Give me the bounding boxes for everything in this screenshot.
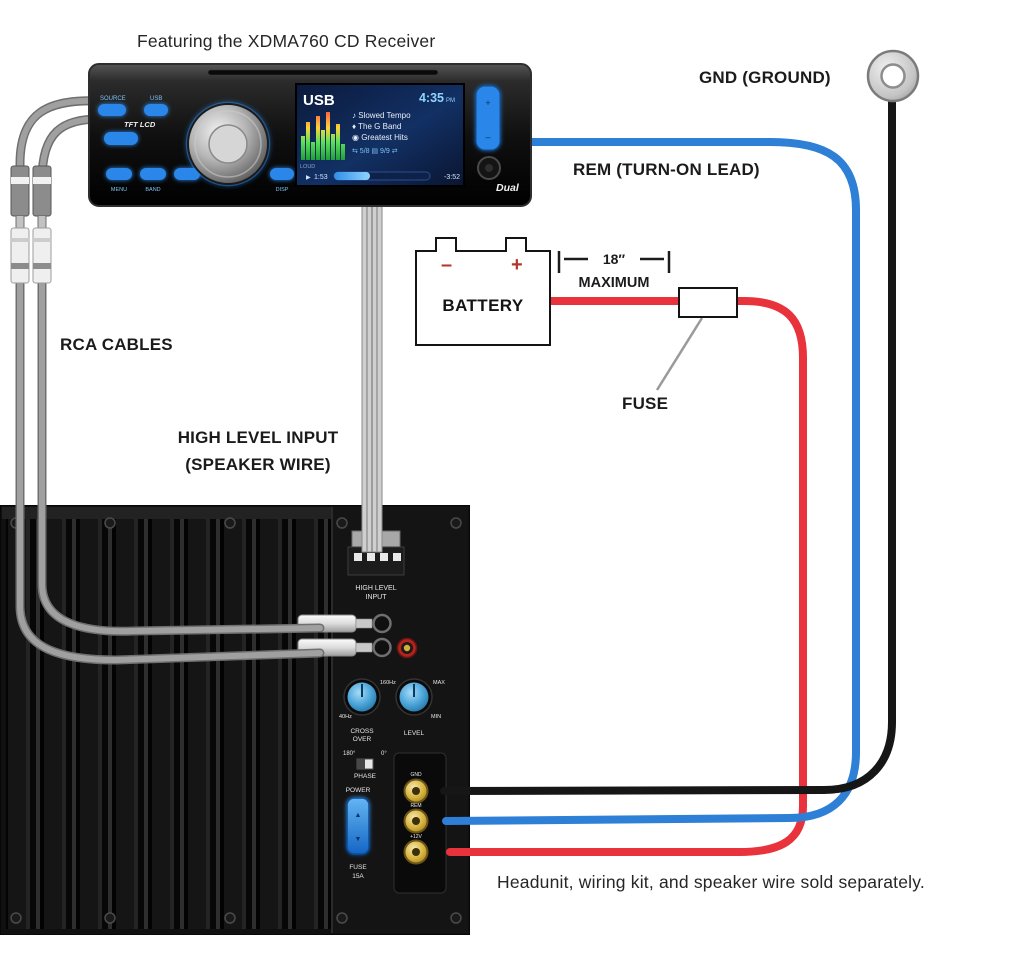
- display-counters: ⇆ 5/8 ▤ 9/9 ⇄: [352, 148, 398, 155]
- diagram-title: Featuring the XDMA760 CD Receiver: [137, 31, 436, 51]
- display-screen: USB 4:35 PM ♪ Slowed Tempo ♦ The G Band …: [295, 83, 465, 187]
- fuse-pointer-line: [655, 317, 704, 391]
- tft-lcd-label: TFT LCD: [124, 120, 156, 129]
- ground-wire-black: [440, 84, 896, 795]
- rem-label: REM (TURN-ON LEAD): [573, 160, 760, 179]
- spectrum-analyzer: [301, 112, 345, 160]
- battery-minus-sign: –: [441, 254, 453, 276]
- play-icon: ▶: [306, 175, 311, 181]
- usb-button-label: USB: [150, 96, 162, 102]
- high-level-input-label: HIGH LEVEL INPUT (SPEAKER WIRE): [158, 424, 358, 478]
- fuse-holder: [678, 287, 738, 318]
- high-level-input-label-line1: HIGH LEVEL INPUT: [177, 428, 339, 447]
- speaker-wire-ribbon: [361, 195, 383, 553]
- cd-slot: [207, 69, 439, 76]
- battery-terminal-negative: [435, 237, 457, 252]
- battery: – + BATTERY: [415, 237, 551, 346]
- max-length-value: 18″: [603, 251, 626, 267]
- display-clock-ampm: PM: [446, 98, 455, 104]
- level-min-label: MIN: [431, 714, 441, 720]
- battery-plus-sign: +: [511, 254, 523, 276]
- elapsed-time: 1:53: [314, 174, 328, 181]
- volume-knob: [185, 101, 271, 187]
- level-label: LEVEL: [404, 730, 425, 737]
- remote-wire-blue: [442, 138, 860, 825]
- terminal-gnd: [403, 778, 429, 804]
- rca-cable-right: [37, 114, 325, 636]
- head-unit: SOURCE USB MENU BAND DISP TFT LCD USB 4:: [88, 63, 532, 207]
- amp-hli-label-1: HIGH LEVEL: [355, 585, 396, 592]
- fuse-label: FUSE: [622, 394, 669, 413]
- disp-button-label: DISP: [276, 187, 289, 193]
- max-length-bracket: 18″ MAXIMUM: [557, 251, 671, 291]
- phase-switch: [356, 758, 374, 770]
- source-button-label: SOURCE: [100, 96, 126, 102]
- terminal-rem-label: REM: [410, 803, 421, 809]
- power-off-mark: ▼: [355, 836, 362, 843]
- max-length-word: MAXIMUM: [579, 275, 650, 291]
- display-clock: 4:35: [419, 91, 444, 105]
- display-mode: USB: [303, 92, 335, 109]
- level-knob: [395, 678, 433, 716]
- power-on-mark: ▲: [355, 812, 362, 819]
- power-wire-red: [446, 297, 807, 856]
- crossover-knob: [343, 678, 381, 716]
- terminal-gnd-label: GND: [410, 772, 422, 778]
- battery-label: BATTERY: [442, 296, 524, 315]
- remaining-time: -3:52: [444, 174, 460, 181]
- terminal-12v: [403, 839, 429, 865]
- progress-bar-fill: [334, 172, 370, 180]
- phase-0-label: 0°: [381, 751, 387, 757]
- volume-down-mark: –: [485, 132, 490, 142]
- track-line-3: ◉ Greatest Hits: [352, 133, 408, 142]
- rca-connectors: [10, 165, 52, 284]
- ground-ring-terminal: [866, 49, 920, 103]
- loud-indicator: LOUD: [300, 164, 315, 170]
- rca-cables-label: RCA CABLES: [60, 335, 173, 354]
- crossover-min-label: 40Hz: [339, 714, 352, 720]
- terminal-12v-label: +12V: [410, 834, 422, 840]
- track-line-1: ♪ Slowed Tempo: [352, 111, 411, 120]
- gnd-label: GND (GROUND): [699, 68, 831, 87]
- amp-hli-label-2: INPUT: [366, 594, 388, 601]
- amplifier: HIGH LEVEL INPUT 160: [0, 505, 470, 935]
- crossover-label-1: CROSS: [350, 728, 374, 735]
- high-level-input-label-line2: (SPEAKER WIRE): [185, 455, 331, 474]
- rca-jack-red: [396, 637, 418, 659]
- track-line-2: ♦ The G Band: [352, 122, 401, 131]
- preset-button: [477, 156, 501, 180]
- menu-button-label: MENU: [111, 187, 127, 193]
- footer-note: Headunit, wiring kit, and speaker wire s…: [497, 872, 925, 892]
- crossover-max-label: 160Hz: [380, 680, 396, 686]
- amp-fuse-label-1: FUSE: [349, 864, 367, 871]
- phase-label: PHASE: [354, 773, 377, 780]
- crossover-label-2: OVER: [353, 736, 372, 743]
- amp-fuse-label-2: 15A: [352, 873, 364, 880]
- brand-logo: Dual: [496, 182, 520, 194]
- heatsink-fins: [6, 519, 332, 929]
- volume-up-mark: +: [485, 98, 490, 108]
- faceplate-buttons: [98, 104, 294, 180]
- volume-rocker: [475, 85, 501, 151]
- terminal-rem: [403, 808, 429, 834]
- phase-180-label: 180°: [343, 751, 356, 757]
- power-switch: [346, 797, 370, 855]
- band-button-label: BAND: [145, 187, 160, 193]
- level-max-label: MAX: [433, 680, 445, 686]
- power-label: POWER: [346, 787, 371, 794]
- rca-cable-left: [15, 96, 325, 665]
- battery-terminal-positive: [505, 237, 527, 252]
